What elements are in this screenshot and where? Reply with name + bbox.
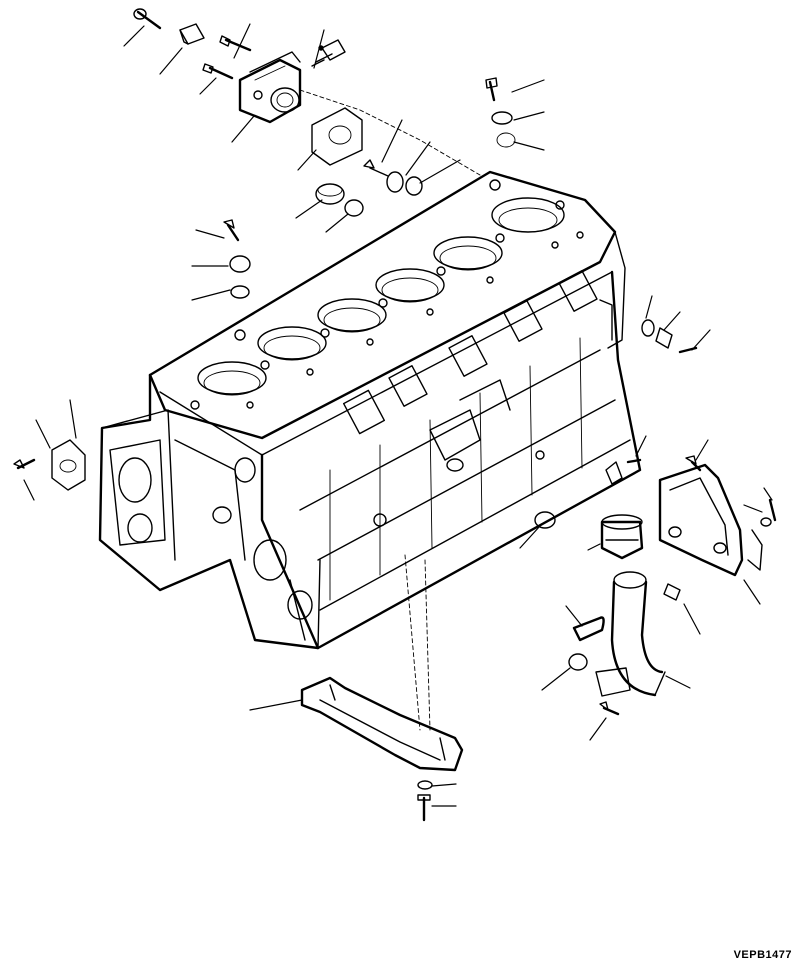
o-ring (230, 176, 655, 671)
side-cover (13, 458, 36, 470)
clip (747, 498, 777, 571)
washer (417, 780, 433, 790)
thermostat-gasket (311, 107, 363, 166)
thermostat-housing (238, 51, 302, 124)
cover-gasket (51, 439, 86, 491)
water-temperature-sensor (311, 39, 346, 67)
drain-plug (363, 77, 516, 193)
cup-plug (179, 23, 205, 45)
engine-mount-bracket (658, 455, 744, 577)
lifting-bracket-bolt (417, 794, 431, 822)
figure-code: VEPB1477 (733, 949, 792, 961)
cup-plug (315, 183, 556, 529)
oil-suction-pipe (572, 571, 681, 716)
breather (600, 514, 644, 560)
drain-plug (223, 219, 698, 485)
cylinder-block (98, 170, 642, 650)
leader-lines (23, 23, 773, 807)
oil-pan-bracket (300, 554, 464, 772)
housing-bolt (133, 8, 252, 80)
